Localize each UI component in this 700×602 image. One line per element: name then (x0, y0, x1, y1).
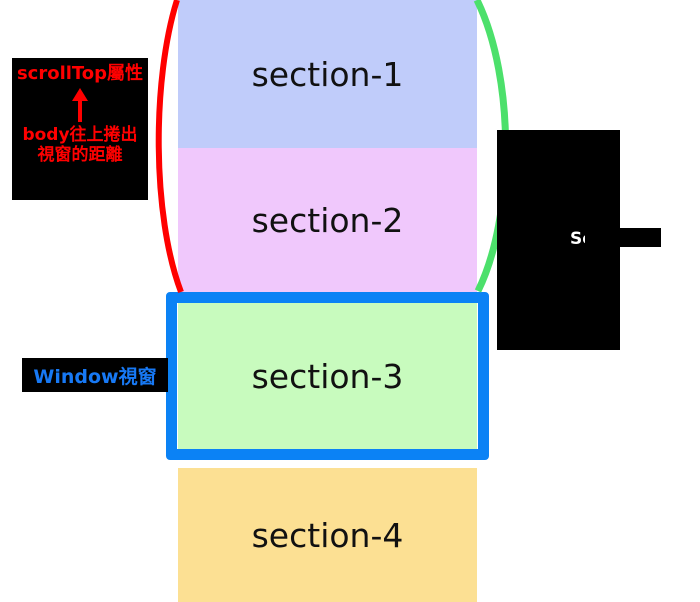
section-block-1: section-1 (178, 0, 477, 148)
window-label: Window視窗 (33, 365, 157, 388)
scrolltop-annotation-box: scrollTop屬性 body往上捲出 視窗的距離 (12, 58, 148, 200)
section-3-label: section-3 (251, 356, 404, 396)
scrolltop-title: scrollTop屬性 (16, 63, 144, 84)
scrolltop-desc-line2: 視窗的距離 (37, 145, 123, 166)
scrolltop-desc-line1: body往上捲出 (22, 124, 138, 145)
section-block-3: section-3 (178, 300, 477, 452)
section-4-label: section-4 (251, 515, 404, 555)
up-arrow-icon (72, 87, 88, 122)
section-2-label: section-2 (251, 200, 404, 240)
section-1-label: section-1 (251, 54, 404, 94)
section-block-2: section-2 (178, 148, 477, 292)
window-annotation-box: Window視窗 (22, 358, 168, 392)
scrollheight-redaction-bar (585, 228, 661, 247)
section-block-4: section-4 (178, 468, 477, 602)
